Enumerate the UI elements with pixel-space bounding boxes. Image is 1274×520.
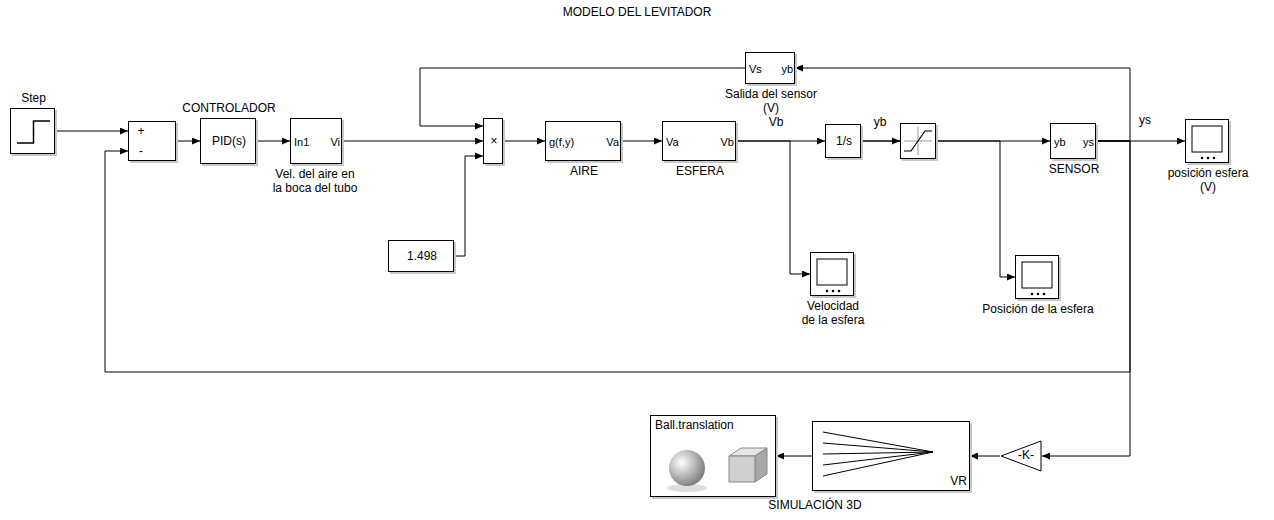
signal-line bbox=[736, 141, 810, 274]
block-caption: Velocidad de la esfera bbox=[799, 300, 867, 328]
signal-line bbox=[970, 456, 1000, 457]
port-label: Vb bbox=[721, 136, 734, 149]
ball-sphere bbox=[669, 450, 705, 486]
box-block: +- bbox=[128, 121, 176, 161]
scope-icon bbox=[1016, 256, 1060, 300]
scope-knob bbox=[1213, 157, 1216, 160]
block-caption: ESFERA bbox=[676, 165, 724, 179]
box-block: × bbox=[483, 118, 503, 164]
block-label: -K- bbox=[1018, 449, 1034, 463]
scope-knob bbox=[1043, 293, 1046, 296]
sum-sign: - bbox=[139, 145, 143, 159]
scope-block: Posición de la esfera bbox=[1015, 255, 1059, 299]
block-caption: SENSOR bbox=[1049, 163, 1100, 177]
box-block: ybysSENSOR bbox=[1050, 123, 1096, 159]
step-symbol bbox=[17, 121, 50, 143]
signal-line bbox=[454, 156, 483, 256]
block-label: PID(s) bbox=[212, 135, 246, 149]
signal-line bbox=[861, 141, 1015, 277]
diagram-title: MODELO DEL LEVITADOR bbox=[563, 6, 712, 20]
scope-icon bbox=[811, 253, 855, 297]
block-caption: AIRE bbox=[570, 165, 598, 179]
port-label: yb bbox=[1054, 136, 1066, 149]
signal-line bbox=[256, 141, 290, 142]
gain-block: -K- bbox=[1000, 440, 1042, 472]
signal-line bbox=[55, 131, 128, 132]
port-label: Va bbox=[666, 136, 679, 149]
scope-block: Velocidad de la esfera bbox=[810, 252, 854, 296]
step-block: Step bbox=[10, 108, 55, 154]
scope-block: posición esfera (V) bbox=[1185, 119, 1229, 163]
ball-block: Ball.translation bbox=[650, 415, 776, 497]
port-label: In1 bbox=[294, 136, 309, 149]
scope-screen bbox=[1192, 126, 1222, 152]
scope-screen bbox=[1022, 262, 1052, 288]
scope-knob bbox=[1037, 293, 1040, 296]
signal-name: Vb bbox=[769, 116, 784, 130]
block-label: Ball.translation bbox=[655, 419, 734, 433]
section-label: SIMULACIÓN 3D bbox=[768, 499, 861, 513]
scope-icon bbox=[1186, 120, 1230, 164]
saturation-curve bbox=[904, 131, 932, 151]
signal-name: ys bbox=[1139, 114, 1151, 128]
block-caption: posición esfera (V) bbox=[1160, 167, 1256, 195]
box-block: 1/s bbox=[825, 124, 861, 158]
port-label: Vi bbox=[330, 136, 340, 149]
block-label: 1.498 bbox=[407, 250, 437, 264]
box-block: CONTROLADORPID(s) bbox=[200, 118, 256, 164]
vr-fan-line bbox=[823, 452, 933, 465]
block-label: 1/s bbox=[836, 135, 852, 149]
arrow-head bbox=[892, 138, 900, 145]
scope-knob bbox=[1201, 157, 1204, 160]
signal-line bbox=[176, 141, 200, 142]
box-block: VsybSalida del sensor (V) bbox=[745, 52, 795, 84]
port-label: ys bbox=[1083, 136, 1094, 149]
block-label: × bbox=[490, 135, 497, 149]
scope-knob bbox=[1207, 157, 1210, 160]
port-label: Va bbox=[606, 136, 619, 149]
signal-line bbox=[503, 141, 545, 142]
block-label: VR bbox=[950, 475, 967, 489]
block-caption: Vel. del aire en la boca del tubo bbox=[270, 168, 360, 196]
port-label: yb bbox=[781, 63, 793, 76]
gain-triangle bbox=[1001, 441, 1041, 471]
scope-screen bbox=[817, 259, 847, 285]
vr-fan-line bbox=[823, 432, 933, 452]
cube-side bbox=[755, 448, 767, 482]
signal-line bbox=[105, 141, 1130, 372]
box-block: 1.498 bbox=[388, 240, 454, 272]
block-caption: Step bbox=[21, 92, 46, 106]
vr-fan-line bbox=[823, 452, 933, 476]
vr-icon bbox=[813, 422, 971, 492]
block-caption: Salida del sensor (V) bbox=[723, 88, 819, 116]
scope-knob bbox=[826, 290, 829, 293]
vr-fan-line bbox=[823, 443, 933, 452]
block-caption: Posición de la esfera bbox=[982, 303, 1093, 317]
box-block: In1ViVel. del aire en la boca del tubo bbox=[290, 118, 342, 164]
signal-line bbox=[420, 68, 745, 126]
signal-line bbox=[776, 456, 812, 457]
step-icon bbox=[11, 109, 56, 155]
scope-knob bbox=[1031, 293, 1034, 296]
saturation-box bbox=[901, 124, 936, 159]
scope-knob bbox=[838, 290, 841, 293]
scope-knob bbox=[832, 290, 835, 293]
vr-block: VR bbox=[812, 421, 970, 491]
block-caption: CONTROLADOR bbox=[182, 102, 275, 116]
signal-name: yb bbox=[874, 116, 887, 130]
signal-line bbox=[621, 141, 662, 142]
box-block: VaVbESFERA bbox=[662, 121, 736, 161]
cube-front bbox=[729, 456, 755, 482]
port-label: Vs bbox=[749, 63, 762, 76]
port-label: g(f,y) bbox=[549, 136, 574, 149]
box-block: g(f,y)VaAIRE bbox=[545, 121, 621, 161]
signal-line bbox=[342, 141, 483, 142]
sum-sign: + bbox=[137, 125, 144, 139]
